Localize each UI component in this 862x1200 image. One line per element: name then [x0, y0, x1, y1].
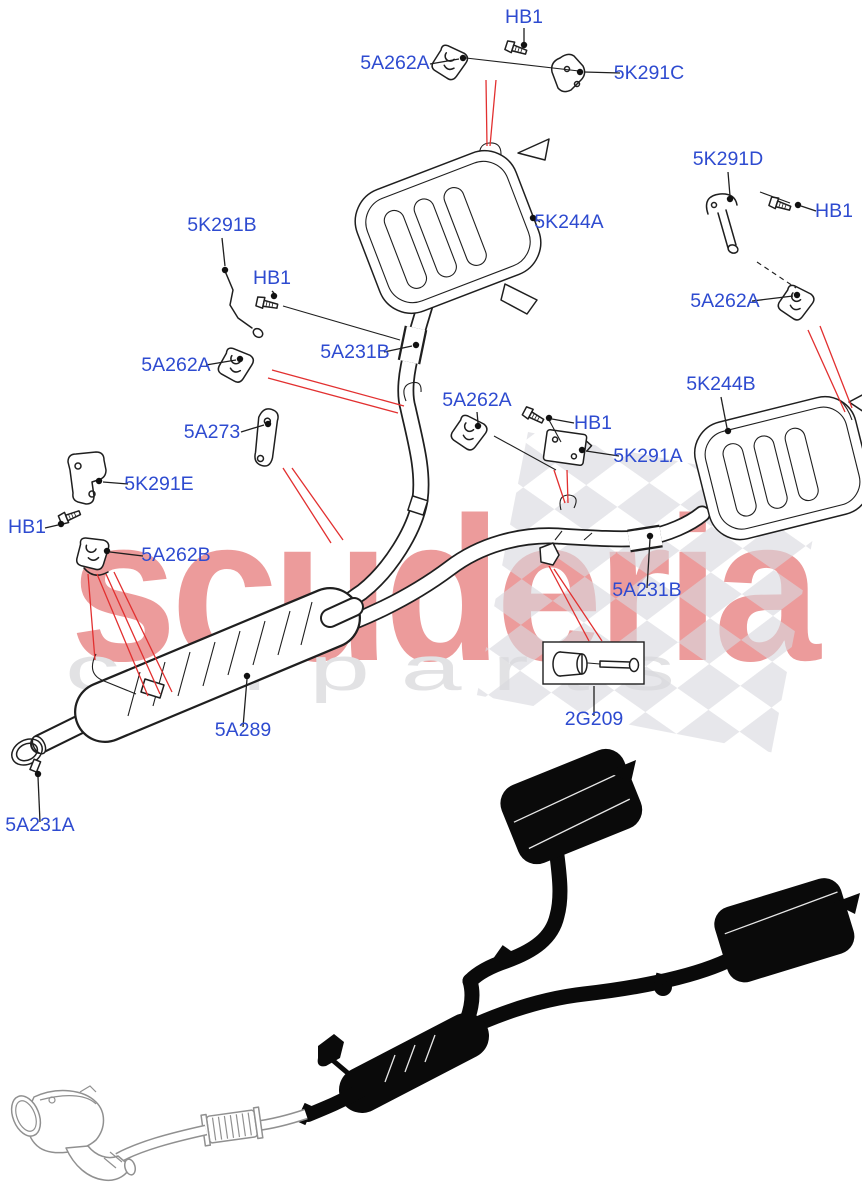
part-label-5a289[interactable]: 5A289 [215, 719, 271, 741]
part-label-hb1-right[interactable]: HB1 [815, 200, 853, 222]
part-label-5a231a[interactable]: 5A231A [5, 814, 74, 836]
part-label-5a262a-top[interactable]: 5A262A [360, 52, 429, 74]
part-label-5k244a[interactable]: 5K244A [534, 211, 603, 233]
part-label-5a262a-center[interactable]: 5A262A [442, 389, 511, 411]
overview-silhouette [10, 748, 860, 1182]
muffler-rear-left [354, 138, 550, 315]
part-label-5k291d[interactable]: 5K291D [693, 148, 763, 170]
part-labels: HB1 5A262A 5K291C 5K244A 5K291D HB1 5A26… [5, 6, 853, 836]
part-label-hb1-top[interactable]: HB1 [505, 6, 543, 28]
front-section-outline [10, 1085, 308, 1182]
part-label-5k291e[interactable]: 5K291E [124, 473, 193, 495]
leader-dots [34, 41, 802, 778]
part-label-hb1-center[interactable]: HB1 [574, 412, 612, 434]
boxed-part-2G209 [542, 641, 645, 685]
part-label-hb1-bottom[interactable]: HB1 [8, 516, 46, 538]
muffler-rear-right [693, 394, 862, 541]
red-locator-lines [87, 79, 853, 697]
label-leader-lines [37, 28, 817, 823]
assembly-axis-lines [282, 57, 797, 471]
part-label-5a231b-bottom[interactable]: 5A231B [612, 579, 681, 601]
part-label-hb1-left[interactable]: HB1 [253, 267, 291, 289]
part-label-5k291b[interactable]: 5K291B [187, 214, 256, 236]
part-label-5a262a-left[interactable]: 5A262A [141, 354, 210, 376]
part-label-5k291a[interactable]: 5K291A [613, 445, 682, 467]
part-label-5a262b[interactable]: 5A262B [141, 544, 210, 566]
hardware-parts [11, 39, 817, 773]
part-label-2g209[interactable]: 2G209 [565, 708, 624, 730]
part-label-5a262a-right[interactable]: 5A262A [690, 290, 759, 312]
part-label-5k291c[interactable]: 5K291C [614, 62, 684, 84]
part-label-5a273[interactable]: 5A273 [184, 421, 240, 443]
part-label-5k244b[interactable]: 5K244B [686, 373, 755, 395]
part-label-5a231b-top[interactable]: 5A231B [320, 341, 389, 363]
